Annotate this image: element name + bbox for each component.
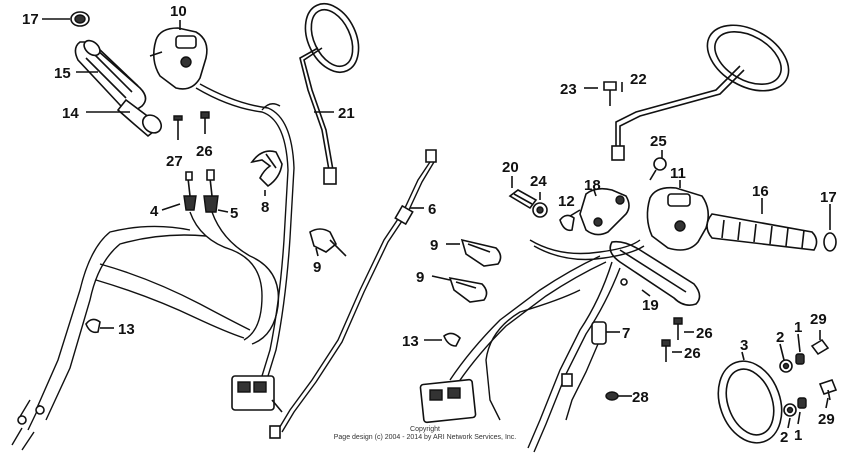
callout-26-left: 26 [196, 143, 213, 160]
grommet-28[interactable] [605, 391, 619, 401]
nut-2-lower[interactable] [783, 403, 797, 417]
callout-2-lower: 2 [780, 429, 788, 446]
callout-7: 7 [622, 325, 630, 342]
callout-15: 15 [54, 65, 71, 82]
callout-17-left: 17 [22, 11, 39, 28]
bolt-29-lower[interactable] [818, 379, 838, 401]
right-mirror[interactable] [611, 12, 800, 161]
callout-2-upper: 2 [776, 329, 784, 346]
callout-26-right-upper: 26 [696, 325, 713, 342]
copyright-line-1: Copyright [410, 426, 440, 433]
left-wire-harness [195, 83, 295, 377]
callout-9-left: 9 [313, 259, 321, 276]
pivot-12[interactable] [559, 214, 575, 232]
left-grip[interactable] [74, 38, 147, 112]
callout-16: 16 [752, 183, 769, 200]
callout-25: 25 [650, 133, 667, 150]
callout-3: 3 [740, 337, 748, 354]
callout-5: 5 [230, 205, 238, 222]
choke-cable[interactable] [269, 149, 437, 439]
lever-bracket[interactable] [579, 187, 630, 236]
callout-10: 10 [170, 3, 187, 20]
callout-26-right-lower: 26 [684, 345, 701, 362]
callout-12: 12 [558, 193, 575, 210]
screw-26-left[interactable] [200, 111, 210, 134]
callout-23: 23 [560, 81, 577, 98]
clip-13-right[interactable] [443, 332, 461, 347]
bolt-23[interactable] [603, 81, 617, 106]
clamp-8[interactable] [250, 150, 283, 188]
callout-20: 20 [502, 159, 519, 176]
throttle-pipe[interactable] [116, 98, 165, 138]
callout-27: 27 [166, 153, 183, 170]
left-connector-block[interactable] [231, 375, 283, 413]
screw-25[interactable] [649, 157, 667, 181]
front-brake-cable-7[interactable] [561, 321, 607, 421]
leader-lines [42, 18, 831, 429]
callout-19: 19 [642, 297, 659, 314]
copyright-line-2: Page design (c) 2004 - 2014 by ARI Netwo… [333, 434, 517, 441]
right-switch-housing[interactable] [646, 186, 710, 251]
right-connector-block[interactable] [419, 378, 477, 424]
headlight-rim[interactable] [707, 352, 792, 451]
switch-9-mid-lower[interactable] [448, 276, 488, 303]
callout-29-upper: 29 [810, 311, 827, 328]
callout-8: 8 [261, 199, 269, 216]
grip-end-cap-left[interactable] [70, 11, 90, 27]
collar-1-lower[interactable] [797, 397, 807, 409]
grip-end-cap-right[interactable] [823, 232, 837, 252]
callout-9-mid-lower: 9 [416, 269, 424, 286]
brake-lever[interactable] [609, 240, 701, 306]
callout-22: 22 [630, 71, 647, 88]
callout-21: 21 [338, 105, 355, 122]
left-mirror[interactable] [295, 0, 369, 185]
right-grip[interactable] [706, 213, 818, 251]
callout-4: 4 [150, 203, 159, 220]
switch-9-mid-upper[interactable] [460, 238, 502, 267]
bolt-20[interactable] [508, 189, 538, 210]
copyright-notice: Copyright Page design (c) 2004 - 2014 by… [300, 426, 550, 442]
nut-2-upper[interactable] [779, 359, 793, 373]
callout-18: 18 [584, 177, 601, 194]
clip-13-left[interactable] [85, 318, 101, 334]
callout-13-right: 13 [402, 333, 419, 350]
right-wire-harness [449, 239, 645, 453]
callout-11: 11 [670, 165, 686, 182]
callout-13-left: 13 [118, 321, 135, 338]
screw-26-right-upper[interactable] [673, 317, 683, 340]
callout-24: 24 [530, 173, 547, 190]
bolt-29-upper[interactable] [810, 338, 830, 356]
screw-27[interactable] [173, 115, 183, 140]
callout-1-lower: 1 [794, 427, 802, 444]
callout-1-upper: 1 [794, 319, 802, 336]
callout-17-right: 17 [820, 189, 837, 206]
adjuster-5[interactable] [203, 169, 219, 213]
callout-labels: 17 15 14 10 27 26 21 8 4 5 6 9 13 23 22 … [22, 3, 837, 446]
adjuster-4[interactable] [183, 171, 197, 211]
left-switch-housing[interactable] [149, 27, 208, 90]
nut-24[interactable] [532, 202, 548, 218]
left-cables [11, 211, 280, 451]
callout-6: 6 [428, 201, 436, 218]
collar-1-upper[interactable] [795, 353, 805, 365]
callout-9-mid-upper: 9 [430, 237, 438, 254]
callout-28: 28 [632, 389, 649, 406]
screw-26-right-lower[interactable] [661, 339, 671, 362]
callout-14: 14 [62, 105, 79, 122]
switch-9-left[interactable] [309, 228, 347, 257]
callout-29-lower: 29 [818, 411, 835, 428]
